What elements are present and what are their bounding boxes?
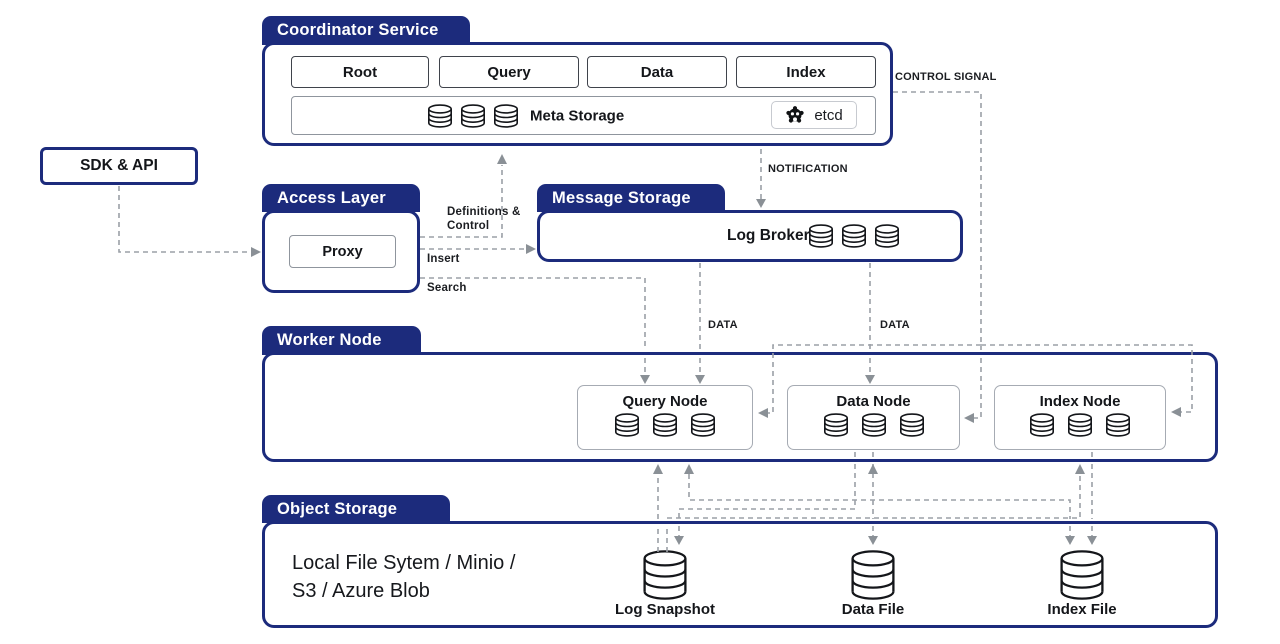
- db-cylinder-icon: [1067, 413, 1093, 437]
- object-storage-tab: Object Storage: [262, 495, 450, 523]
- log-snapshot-label: Log Snapshot: [615, 601, 715, 618]
- data-coord-label: Data: [640, 63, 674, 81]
- db-cylinder-icon: [874, 224, 900, 248]
- data-node-cylinders: [823, 413, 925, 437]
- query-node-cylinders: [614, 413, 716, 437]
- arrowhead: [526, 244, 536, 254]
- proxy-label: Proxy: [322, 243, 363, 260]
- db-cylinder-icon: [1029, 413, 1055, 437]
- coordinator-service-tab: Coordinator Service: [262, 16, 470, 45]
- meta-storage-cylinders: [427, 103, 519, 128]
- db-cylinder-icon: [427, 103, 453, 128]
- etcd-logo-icon: [785, 105, 805, 125]
- index-node-cylinders: [1029, 413, 1131, 437]
- access-layer-box: Proxy: [262, 210, 420, 293]
- db-cylinder-icon: [652, 413, 678, 437]
- search-label: Search: [427, 282, 467, 294]
- control-signal-label: CONTROL SIGNAL: [895, 71, 997, 83]
- arrowhead: [756, 199, 766, 208]
- root-coord-box: Root: [291, 56, 429, 88]
- arrowhead: [684, 464, 694, 474]
- object-storage-title: Object Storage: [277, 499, 398, 518]
- log-snapshot-cylinder-icon: [642, 550, 688, 600]
- db-cylinder-icon: [861, 413, 887, 437]
- object-storage-box: Local File Sytem / Minio / S3 / Azure Bl…: [262, 521, 1218, 628]
- db-cylinder-icon: [899, 413, 925, 437]
- data-coord-box: Data: [587, 56, 727, 88]
- coordinator-service-box: Root Query Data Index Meta Storage: [262, 42, 893, 146]
- definitions-control-label: Definitions & Control: [447, 206, 521, 232]
- log-broker-cylinders: [808, 224, 900, 248]
- access-layer-tab: Access Layer: [262, 184, 420, 212]
- index-node-box: Index Node: [994, 385, 1166, 450]
- db-cylinder-icon: [690, 413, 716, 437]
- message-storage-box: Log Broker: [537, 210, 963, 262]
- query-node-label: Query Node: [622, 393, 708, 410]
- worker-node-title: Worker Node: [277, 331, 382, 349]
- data-node-label: Data Node: [836, 393, 911, 410]
- meta-storage-row: Meta Storage etcd: [291, 96, 876, 135]
- connector-sdk-to-access: [118, 186, 251, 253]
- query-coord-label: Query: [487, 63, 531, 81]
- db-cylinder-icon: [1105, 413, 1131, 437]
- worker-node-tab: Worker Node: [262, 326, 421, 355]
- coordinator-service-title: Coordinator Service: [277, 21, 439, 39]
- message-storage-title: Message Storage: [552, 188, 691, 207]
- data-file-label: Data File: [841, 601, 905, 618]
- arrowhead: [868, 464, 878, 474]
- data-label-data: DATA: [880, 319, 910, 331]
- arrowhead: [251, 247, 261, 257]
- index-file-label: Index File: [1047, 601, 1117, 618]
- message-storage-tab: Message Storage: [537, 184, 725, 212]
- index-coord-box: Index: [736, 56, 876, 88]
- db-cylinder-icon: [841, 224, 867, 248]
- worker-node-box: Query Node Data Node Index Node: [262, 352, 1218, 462]
- arrowhead: [497, 154, 507, 164]
- arrowhead: [1075, 464, 1085, 474]
- data-file-cylinder-icon: [850, 550, 896, 600]
- insert-label: Insert: [427, 253, 460, 265]
- etcd-badge: etcd: [771, 101, 857, 129]
- db-cylinder-icon: [823, 413, 849, 437]
- etcd-label: etcd: [814, 106, 843, 124]
- query-node-box: Query Node: [577, 385, 753, 450]
- meta-storage-label: Meta Storage: [530, 107, 625, 124]
- sdk-api-label: SDK & API: [80, 157, 158, 174]
- access-layer-title: Access Layer: [277, 188, 386, 207]
- index-file-cylinder-icon: [1059, 550, 1105, 600]
- data-node-box: Data Node: [787, 385, 960, 450]
- index-coord-label: Index: [786, 63, 826, 81]
- notification-label: NOTIFICATION: [768, 163, 848, 175]
- query-coord-box: Query: [439, 56, 579, 88]
- db-cylinder-icon: [614, 413, 640, 437]
- log-broker-label: Log Broker: [727, 227, 810, 244]
- object-storage-backends: Local File Sytem / Minio / S3 / Azure Bl…: [292, 552, 516, 603]
- index-node-label: Index Node: [1039, 393, 1121, 410]
- proxy-box: Proxy: [289, 235, 396, 268]
- root-coord-label: Root: [342, 63, 378, 81]
- db-cylinder-icon: [460, 103, 486, 128]
- sdk-api-box: SDK & API: [40, 147, 198, 185]
- db-cylinder-icon: [493, 103, 519, 128]
- arrowhead: [653, 464, 663, 474]
- data-label-query: DATA: [708, 319, 738, 331]
- db-cylinder-icon: [808, 224, 834, 248]
